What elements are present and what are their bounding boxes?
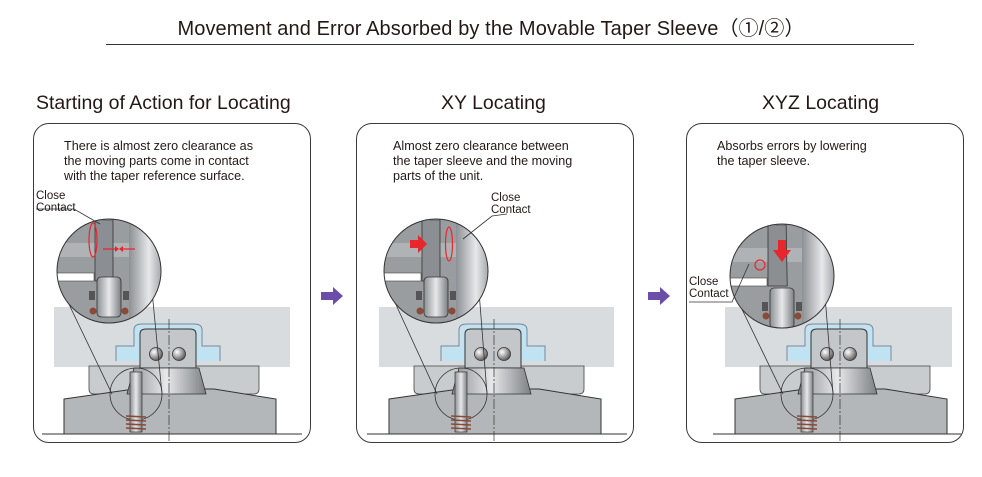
close-contact-label: Close Contact — [36, 190, 76, 214]
magnifier-outline — [56, 218, 162, 324]
piston — [769, 287, 795, 328]
o-ring — [416, 291, 422, 300]
spring-coil — [794, 312, 802, 320]
spring-coil — [450, 423, 472, 426]
clearance-slot — [57, 272, 95, 282]
arrow-head — [115, 246, 119, 252]
arrow-head — [119, 246, 123, 252]
o-ring — [796, 302, 802, 311]
panel-title-start: Starting of Action for Locating — [36, 92, 291, 114]
panel-description: Absorbs errors by lowering the taper sle… — [717, 139, 867, 168]
o-ring — [123, 291, 129, 300]
panel-xy-locating: Almost zero clearance between the taper … — [356, 123, 634, 443]
close-contact-highlight — [444, 226, 454, 262]
ball-icon — [497, 347, 511, 361]
spring-coil — [450, 419, 472, 422]
zoom-leader-line — [151, 290, 163, 395]
down-arrow-icon — [773, 240, 791, 262]
close-contact-label: Close Contact — [491, 192, 531, 216]
spring-coil — [796, 415, 818, 418]
locating-mechanism-diagram — [36, 208, 302, 442]
pin — [454, 371, 468, 433]
seal-outline — [115, 323, 221, 361]
o-ring — [89, 291, 95, 300]
magnifier-outline — [383, 218, 489, 324]
close-contact-highlight — [754, 259, 766, 271]
zoom-leader-line — [64, 295, 113, 395]
spring-coil — [125, 423, 147, 426]
spring-coil — [125, 427, 147, 430]
spring-coil — [448, 307, 456, 315]
page-title: Movement and Error Absorbed by the Movab… — [177, 18, 805, 40]
title-divider — [106, 44, 914, 45]
zoom-leader-line — [824, 295, 834, 395]
base-plate — [388, 388, 602, 435]
clearance-slot — [730, 277, 768, 287]
base-plate — [734, 388, 948, 435]
callout-leader — [462, 213, 508, 240]
zoom-leader-line — [478, 290, 488, 395]
o-ring — [762, 302, 768, 311]
spring-coil — [89, 307, 97, 315]
sleeve — [94, 219, 114, 282]
panel-description: There is almost zero clearance as the mo… — [64, 139, 253, 183]
piston — [96, 276, 122, 318]
callout-leader — [689, 263, 750, 303]
spring-coil — [125, 419, 147, 422]
zoom-leader-line — [391, 295, 438, 395]
ball-icon — [843, 347, 857, 361]
panel-xyz-locating: Absorbs errors by lowering the taper sle… — [686, 123, 964, 443]
spring-coil — [125, 415, 147, 418]
taper-sleeve — [451, 367, 532, 395]
magnified-view — [730, 224, 834, 328]
spring-coil — [121, 307, 129, 315]
clearance-slot — [384, 272, 422, 282]
magnifier-outline — [729, 223, 835, 329]
close-contact-highlight — [88, 222, 98, 258]
spring-coil — [450, 415, 472, 418]
panel-description: Almost zero clearance between the taper … — [393, 139, 573, 183]
ball-icon — [172, 347, 186, 361]
ball-icon — [474, 347, 488, 361]
spring-coil — [416, 307, 424, 315]
panel-title-xyz: XYZ Locating — [762, 92, 880, 114]
flow-arrow-icon — [321, 287, 343, 305]
locating-unit — [139, 328, 197, 369]
callout-leader — [36, 208, 101, 225]
ball-icon — [820, 347, 834, 361]
spring-coil — [796, 423, 818, 426]
right-arrow-icon — [410, 235, 427, 253]
piston — [423, 276, 449, 318]
pin — [800, 371, 814, 433]
panel-title-xy: XY Locating — [441, 92, 546, 114]
locating-mechanism-diagram — [689, 223, 963, 442]
taper-sleeve — [126, 367, 207, 395]
locating-unit — [810, 328, 868, 369]
locating-unit — [464, 328, 522, 369]
spring-coil — [762, 312, 770, 320]
ball-icon — [149, 347, 163, 361]
taper-sleeve — [797, 367, 878, 395]
spring-coil — [796, 419, 818, 422]
magnified-view — [384, 219, 488, 323]
seal-outline — [786, 323, 892, 361]
flow-arrow-icon — [648, 287, 670, 305]
base-plate — [63, 388, 277, 435]
close-contact-label: Close Contact — [689, 276, 729, 300]
pin — [129, 371, 143, 433]
magnified-view — [57, 219, 161, 323]
panel-start-of-action: There is almost zero clearance as the mo… — [33, 123, 311, 443]
seal-outline — [440, 323, 546, 361]
zoom-leader-line — [737, 300, 784, 395]
spring-coil — [796, 427, 818, 430]
locating-mechanism-diagram — [367, 213, 627, 442]
o-ring — [450, 291, 456, 300]
spring-coil — [450, 427, 472, 430]
